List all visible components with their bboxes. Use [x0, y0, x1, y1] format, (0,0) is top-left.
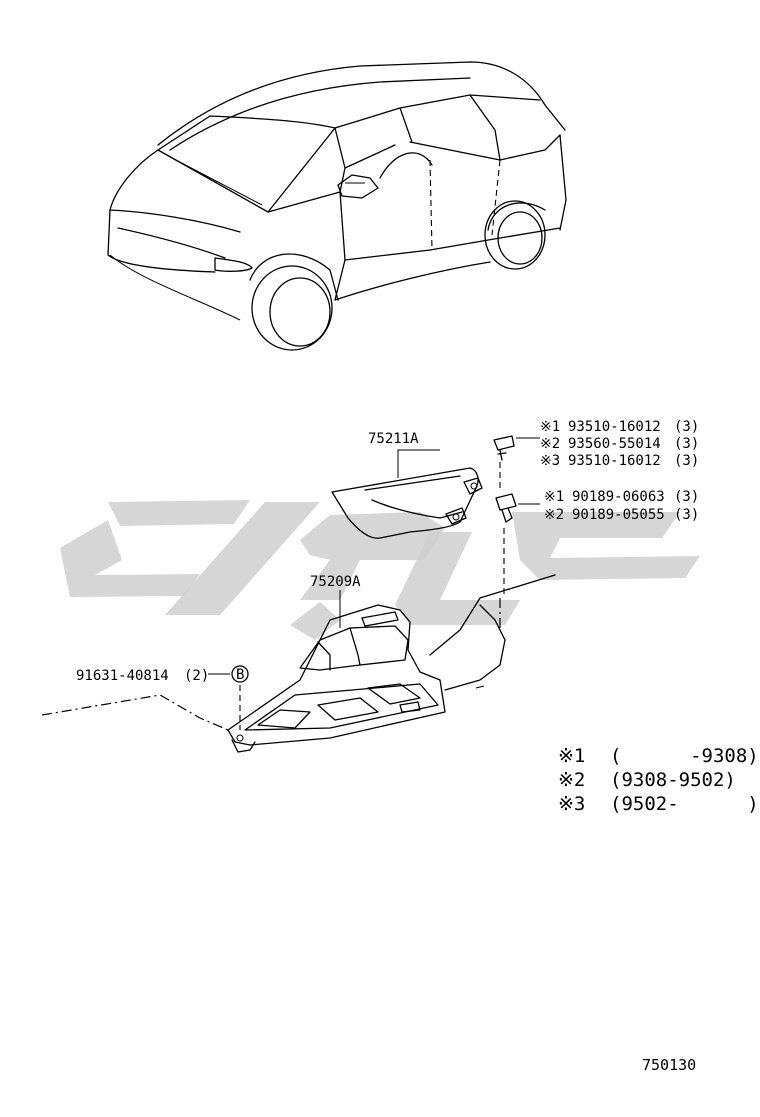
clip-number: 90189-05055 [572, 507, 665, 523]
screw-qty: (3) [674, 453, 699, 469]
screw-mark: ※2 [540, 436, 560, 452]
diagram-reference-number: 750130 [642, 1056, 696, 1074]
bolt-hardware [208, 665, 249, 730]
clip-mark: ※2 [544, 507, 564, 523]
clip-qty: (3) [674, 507, 699, 523]
screw-number: 93560-55014 [568, 436, 661, 452]
screw-number: 93510-16012 [568, 419, 661, 435]
note-range: ( -9308) [610, 745, 759, 767]
clip-hardware [495, 462, 540, 596]
clip-mark: ※1 [544, 489, 564, 505]
screw-hardware [493, 435, 540, 461]
label-under-cover: 75209A [310, 574, 361, 590]
under-cover-drawing [41, 574, 556, 753]
note-mark: ※3 [558, 793, 585, 815]
label-trim-cover: 75211A [368, 431, 419, 447]
screw-mark: ※1 [540, 419, 560, 435]
note-mark: ※2 [558, 769, 585, 791]
note-range: (9308-9502) [610, 769, 736, 791]
note-range: (9502- ) [610, 793, 759, 815]
watermark-logo [60, 500, 700, 640]
screw-list: ※1 93510-16012 (3) ※2 93560-55014 (3) ※3… [540, 419, 699, 469]
screw-qty: (3) [674, 436, 699, 452]
trim-cover-drawing [331, 449, 483, 539]
bolt-marker: B [236, 667, 244, 683]
clip-list: ※1 90189-06063 (3) ※2 90189-05055 (3) [544, 489, 699, 523]
clip-number: 90189-06063 [572, 489, 665, 505]
screw-number: 93510-16012 [568, 453, 661, 469]
clip-qty: (3) [674, 489, 699, 505]
label-bolt-number: 91631-40814 [76, 668, 169, 684]
screw-mark: ※3 [540, 453, 560, 469]
label-bolt-qty: (2) [184, 668, 209, 684]
vehicle-illustration [107, 61, 567, 351]
note-mark: ※1 [558, 745, 585, 767]
date-notes: ※1 ( -9308) ※2 (9308-9502) ※3 (9502- ) [558, 745, 759, 815]
screw-qty: (3) [674, 419, 699, 435]
